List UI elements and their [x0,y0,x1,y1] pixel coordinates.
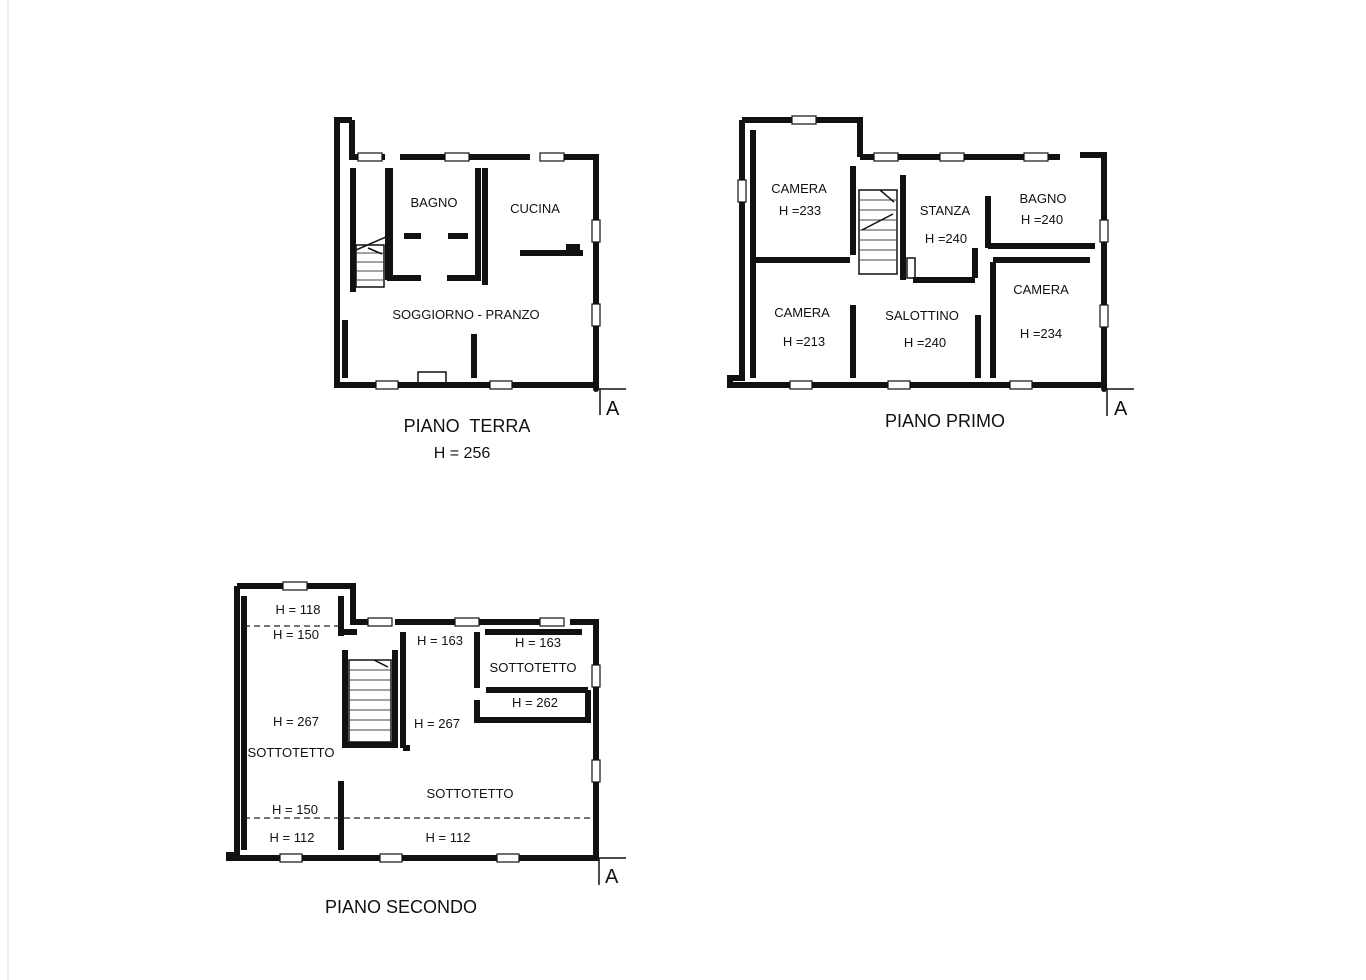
dashed-height-lines [244,625,590,819]
section-marker-a: A [593,855,626,888]
height-label-163-a: H = 163 [417,633,463,648]
section-label: A [606,398,620,420]
height-label-150-top: H = 150 [273,627,319,642]
height-label-267-center: H = 267 [414,716,460,731]
room-label-camera-nw: CAMERA [771,181,827,196]
stair [348,659,392,743]
room-label-sottotetto-west: SOTTOTETTO [248,745,335,760]
plan-height-piano-terra: H = 256 [434,445,491,462]
section-marker-a: A [1101,386,1134,420]
stair [858,189,916,279]
room-height-camera-sw: H =213 [783,334,825,349]
windows [737,115,1109,390]
height-label-267-west: H = 267 [273,714,319,729]
height-label-112-west: H = 112 [270,830,315,845]
room-label-sottotetto-south: SOTTOTETTO [427,786,514,801]
windows [357,152,601,390]
section-label: A [1114,398,1128,420]
plan-piano-secondo: H = 118 H = 150 H = 163 H = 163 SOTTOTET… [226,581,626,917]
section-label: A [605,866,619,888]
windows [279,581,601,863]
plan-title-piano-terra: PIANO TERRA [404,416,531,436]
plan-piano-primo: CAMERA H =233 STANZA H =240 BAGNO H =240… [727,115,1134,431]
room-label-camera-e: CAMERA [1013,282,1069,297]
walls [226,583,599,861]
walls [334,117,599,388]
room-label-cucina: CUCINA [510,201,560,216]
stair [355,236,580,288]
room-height-camera-nw: H =233 [779,203,821,218]
plan-piano-terra: BAGNO CUCINA SOGGIORNO - PRANZO A PIANO … [334,117,626,462]
room-label-bagno: BAGNO [411,195,458,210]
plan-title-piano-primo: PIANO PRIMO [885,411,1005,431]
height-label-112-center: H = 112 [426,830,471,845]
room-height-bagno: H =240 [1021,212,1063,227]
height-label-262: H = 262 [512,695,558,710]
room-label-salottino: SALOTTINO [885,308,959,323]
room-label-stanza: STANZA [920,203,971,218]
room-label-soggiorno-pranzo: SOGGIORNO - PRANZO [392,307,539,322]
room-label-camera-sw: CAMERA [774,305,830,320]
plan-title-piano-secondo: PIANO SECONDO [325,897,477,917]
room-height-salottino: H =240 [904,335,946,350]
section-marker-a: A [593,386,626,420]
height-label-150-bottom: H = 150 [272,802,318,817]
height-label-118: H = 118 [276,602,321,617]
height-label-163-b: H = 163 [515,635,561,650]
room-height-camera-e: H =234 [1020,326,1062,341]
room-label-bagno: BAGNO [1020,191,1067,206]
room-label-sottotetto-ne: SOTTOTETTO [490,660,577,675]
room-height-stanza: H =240 [925,231,967,246]
